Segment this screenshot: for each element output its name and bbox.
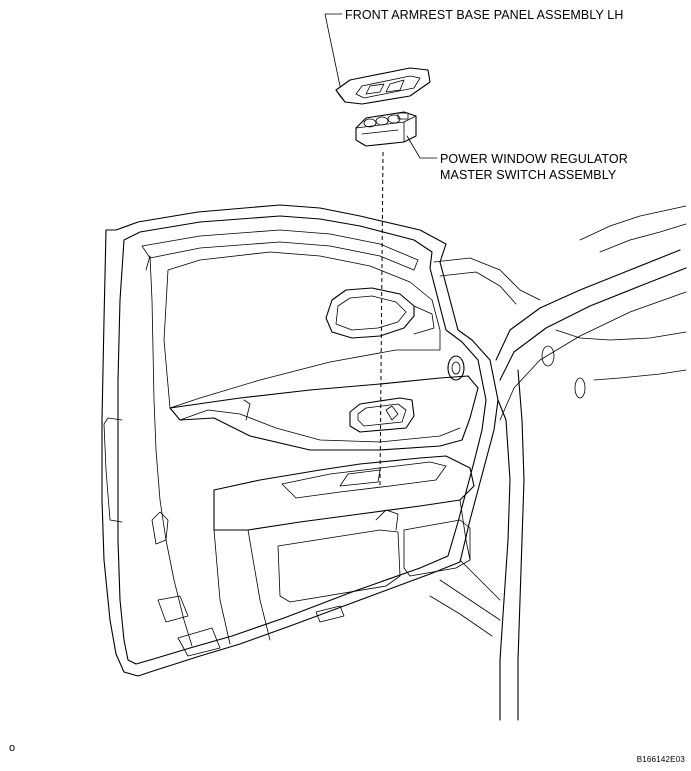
switch-label-line1: POWER WINDOW REGULATOR [440, 152, 628, 166]
windshield-edge [433, 205, 687, 305]
door-sill [429, 579, 501, 637]
window-glass [163, 251, 441, 409]
tweeter [447, 355, 465, 381]
switch-leader-line [406, 135, 438, 159]
armrest-label: FRONT ARMREST BASE PANEL ASSEMBLY LH [345, 8, 624, 22]
door-frame [101, 204, 499, 677]
door-pocket [277, 509, 471, 623]
body-pillar [459, 249, 687, 721]
door-armrest [213, 455, 475, 645]
armrest-leader-line [324, 13, 343, 87]
side-mirror [325, 287, 435, 339]
switch-label-line2: MASTER SWITCH ASSEMBLY [440, 168, 617, 182]
door-trim-panel [169, 375, 479, 451]
corner-marker: o [9, 742, 16, 754]
master-switch [355, 111, 417, 147]
figure-code: B166142E03 [636, 755, 685, 764]
armrest-base-panel [335, 67, 431, 105]
assembly-guide-line [379, 151, 384, 486]
inside-handle [349, 397, 415, 433]
